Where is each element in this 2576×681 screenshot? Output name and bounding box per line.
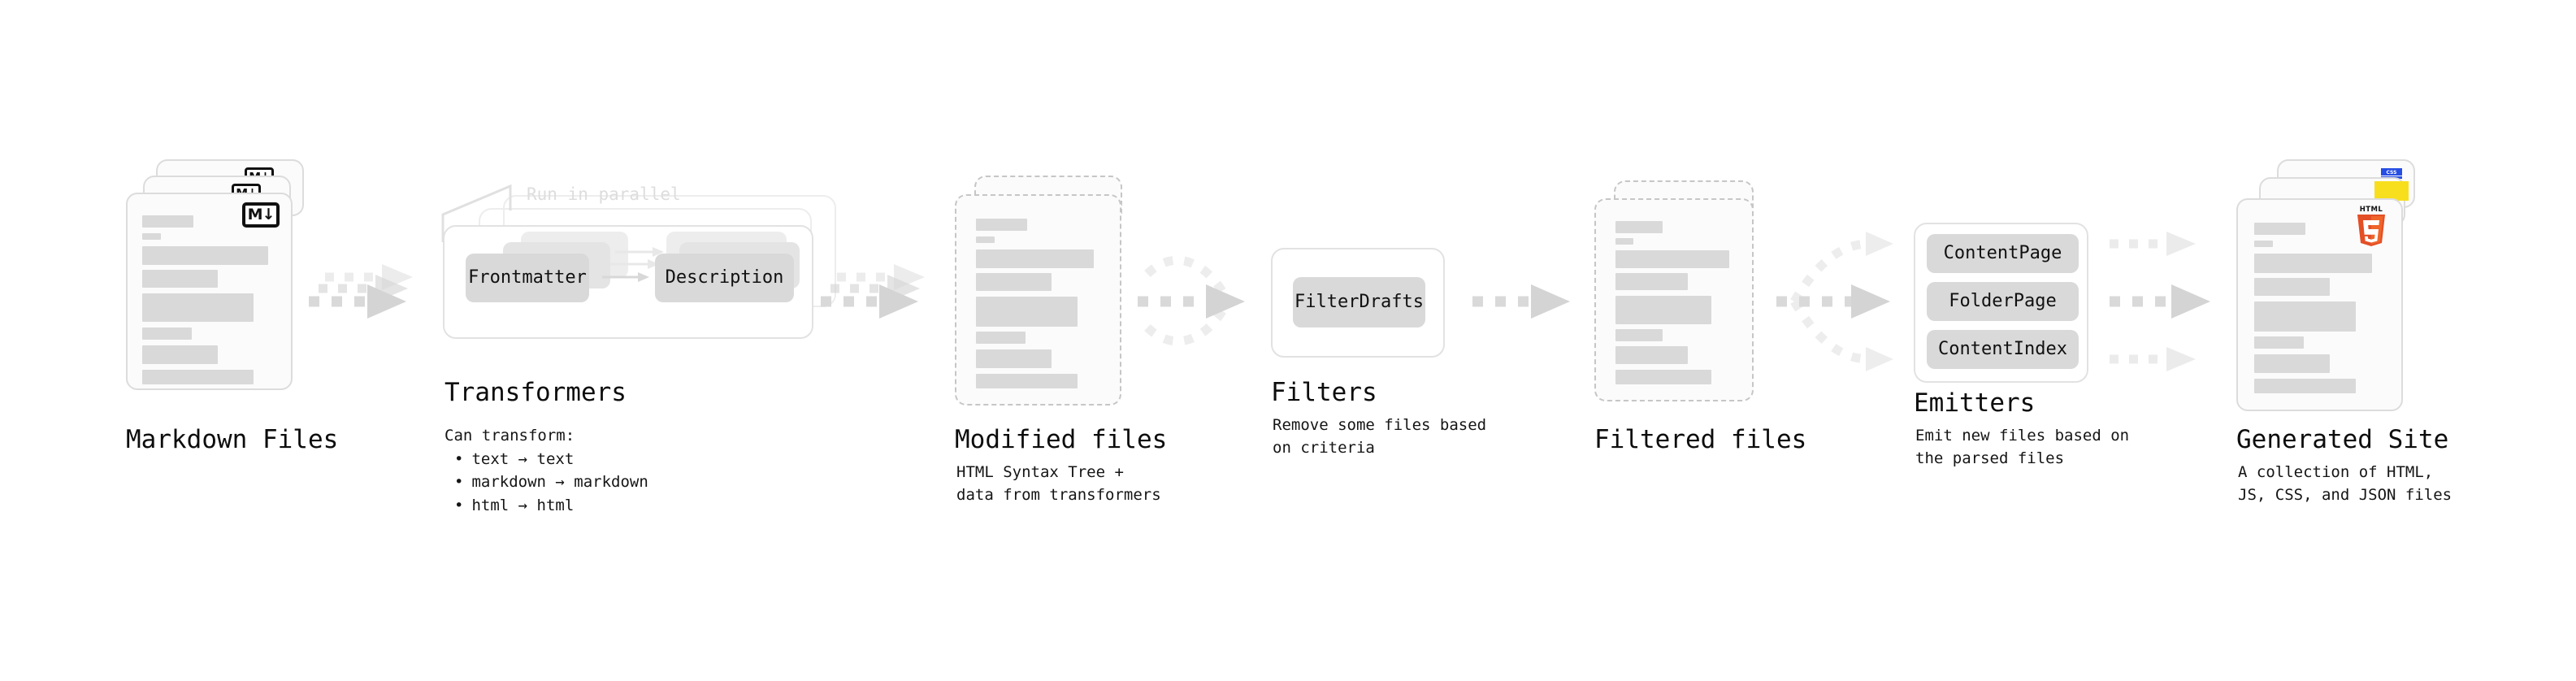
emitter-pill-contentindex-label: ContentIndex (1938, 339, 2067, 359)
svg-text:CSS: CSS (2387, 170, 2397, 176)
transformers-bullet-0: text → text (445, 448, 648, 471)
filter-pill-filterdrafts-label: FilterDrafts (1295, 292, 1424, 312)
stage-title-filters: Filters (1271, 378, 1377, 407)
transformers-bullet-2: html → html (445, 494, 648, 518)
transformer-inner-arrows (602, 247, 664, 282)
content-bar (2254, 301, 2356, 332)
content-bar (142, 270, 218, 288)
stage-title-modified-files: Modified files (955, 425, 1168, 454)
arrow-transformers-to-modified (821, 264, 925, 319)
content-bar (976, 374, 1078, 388)
transformer-pill-description-label: Description (665, 267, 784, 288)
stage-title-transformers: Transformers (445, 378, 627, 407)
transformers-description: Can transform: text → text markdown → ma… (445, 424, 648, 517)
emitter-pill-contentindex[interactable]: ContentIndex (1927, 330, 2079, 369)
arrow-markdown-to-transformers (309, 264, 413, 319)
transformer-pill-description[interactable]: Description (655, 254, 794, 302)
content-bar (976, 219, 1027, 231)
content-bar (976, 236, 995, 243)
content-bar (142, 293, 254, 322)
emitter-pill-folderpage-label: FolderPage (1949, 291, 2057, 311)
content-bar (976, 249, 1094, 268)
filters-description: Remove some files based on criteria (1273, 416, 1487, 457)
content-bar (2254, 241, 2273, 247)
content-bar (142, 215, 193, 228)
js-icon (2374, 181, 2409, 201)
stage-title-markdown-files: Markdown Files (126, 425, 339, 454)
transformers-bullet-1: markdown → markdown (445, 471, 648, 494)
content-bar (976, 349, 1052, 368)
arrow-modified-to-filters (1138, 255, 1245, 346)
stage-title-generated-site: Generated Site (2236, 425, 2449, 454)
modified-files-description: HTML Syntax Tree + data from transformer… (956, 463, 1161, 504)
markdown-icon-letter: M (247, 206, 263, 223)
content-bar (1615, 370, 1711, 384)
content-bar (1615, 329, 1663, 341)
filter-pill-filterdrafts[interactable]: FilterDrafts (1293, 277, 1425, 327)
emitter-pill-folderpage[interactable]: FolderPage (1927, 282, 2079, 321)
arrow-filters-to-filtered (1472, 284, 1570, 319)
markdown-icon: M↓ (242, 202, 280, 228)
transformers-intro: Can transform: (445, 427, 575, 445)
content-bar (1615, 221, 1663, 233)
content-bar (1615, 296, 1711, 324)
content-bar (2254, 254, 2372, 273)
content-bar (142, 345, 218, 364)
content-bar (1615, 250, 1729, 268)
content-bar (976, 273, 1052, 291)
content-bar (2254, 223, 2305, 235)
svg-text:HTML: HTML (2360, 206, 2383, 214)
arrow-emitters-to-site (2110, 232, 2210, 371)
run-in-parallel-bracket (441, 184, 512, 242)
transformer-pill-frontmatter[interactable]: Frontmatter (466, 254, 589, 302)
generated-site-description: A collection of HTML, JS, CSS, and JSON … (2238, 463, 2452, 504)
content-bar (2254, 379, 2356, 393)
content-bar (142, 233, 161, 240)
content-bar (1615, 273, 1688, 290)
emitter-pill-contentpage-label: ContentPage (1943, 243, 2062, 263)
emitters-description: Emit new files based on the parsed files (1915, 427, 2130, 467)
emitter-pill-contentpage[interactable]: ContentPage (1927, 234, 2079, 273)
stage-title-filtered-files: Filtered files (1594, 425, 1807, 454)
transformer-pill-frontmatter-label: Frontmatter (468, 267, 587, 288)
run-in-parallel-annotation: Run in parallel (527, 184, 681, 204)
content-bar (142, 370, 254, 384)
content-bar (976, 297, 1078, 327)
markdown-icon-arrow: ↓ (262, 206, 275, 223)
filtered-file-card-front (1594, 198, 1754, 401)
content-bar (2254, 336, 2304, 349)
content-bar (1615, 238, 1633, 245)
content-bar (142, 327, 192, 340)
modified-file-card-front (955, 194, 1121, 406)
content-bar (142, 246, 268, 265)
arrow-filtered-to-emitters (1776, 232, 1893, 371)
content-bar (976, 332, 1026, 344)
html5-icon: HTML (2357, 206, 2385, 246)
content-bar (1615, 346, 1688, 364)
stage-title-emitters: Emitters (1914, 388, 2036, 418)
content-bar (2254, 354, 2330, 373)
content-bar (2254, 278, 2330, 296)
